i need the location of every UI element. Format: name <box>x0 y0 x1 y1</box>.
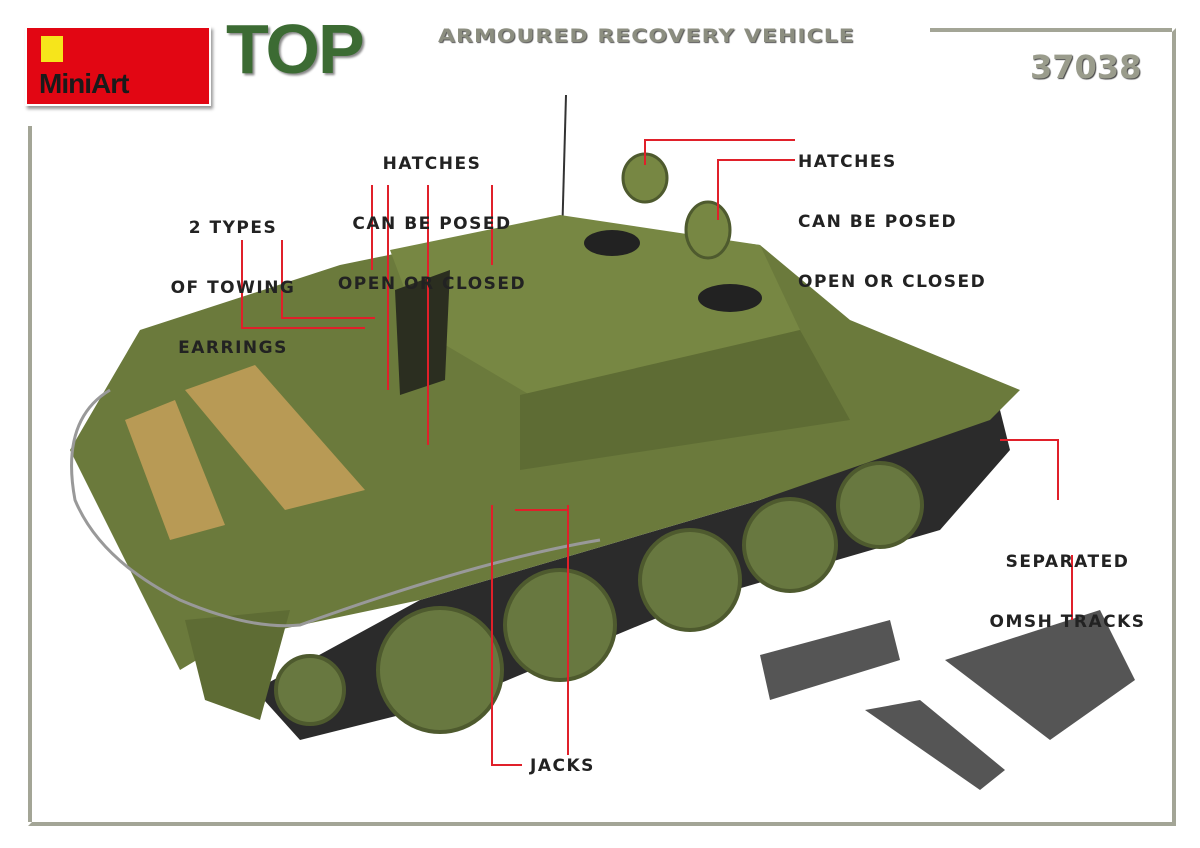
hatch-lid <box>684 200 732 260</box>
callout-lines <box>241 139 1073 766</box>
product-title: TOP <box>226 10 365 88</box>
frame-top-segment <box>930 28 1172 32</box>
hatch-opening <box>584 230 640 256</box>
callout-text: 2 TYPES <box>188 218 278 238</box>
callout-line-hatch-right <box>644 139 795 165</box>
frame-border <box>28 28 1176 826</box>
callout-line-hatch-right <box>717 159 795 220</box>
callout-towing-earrings: 2 TYPES OF TOWING EARRINGS <box>158 178 308 378</box>
logo-text: MiniArt <box>39 68 129 99</box>
callout-text: OF TOWING <box>170 278 296 298</box>
callout-line-tracks <box>1000 439 1059 500</box>
spare-track-links <box>760 610 1135 790</box>
callout-text: HATCHES <box>382 154 482 174</box>
callout-tracks: SEPARATED OMSH TRACKS <box>980 512 1155 652</box>
engine-grille-left <box>125 400 225 540</box>
callout-text: OPEN OR CLOSED <box>798 272 987 292</box>
product-subtitle: ARMOURED RECOVERY VEHICLE <box>438 25 855 48</box>
kit-number: 37038 <box>1030 48 1142 86</box>
callout-text: OPEN OR CLOSED <box>337 274 527 294</box>
driver-hatch-opening <box>395 270 450 395</box>
road-wheels <box>274 461 924 734</box>
callout-text: SEPARATED <box>1005 552 1130 572</box>
miniart-logo: MiniArt <box>25 26 211 106</box>
callout-text: CAN BE POSED <box>798 212 958 232</box>
callout-line-towing <box>281 240 375 319</box>
callout-line-jacks <box>491 505 522 766</box>
drive-sprocket <box>274 654 346 726</box>
road-wheel <box>503 568 617 682</box>
callout-text: EARRINGS <box>178 338 288 358</box>
tow-cable <box>70 388 601 628</box>
callout-line-towing <box>241 240 365 329</box>
frame-left-segment <box>28 126 32 822</box>
hatch-opening <box>698 284 762 312</box>
road-wheel <box>376 606 504 734</box>
rear-mud-flap <box>185 610 290 720</box>
road-wheel <box>638 528 742 632</box>
callout-text: CAN BE POSED <box>352 214 512 234</box>
callout-text: OMSH TRACKS <box>989 612 1146 632</box>
logo-yellow-mark <box>41 36 63 62</box>
track-link <box>865 700 1005 790</box>
road-wheel <box>742 497 838 593</box>
track-link <box>945 610 1135 740</box>
callout-hatches-left: HATCHES CAN BE POSED OPEN OR CLOSED <box>320 114 544 314</box>
callout-jacks: JACKS <box>530 756 595 776</box>
callout-hatches-right: HATCHES CAN BE POSED OPEN OR CLOSED <box>798 112 986 312</box>
track-link <box>760 620 900 700</box>
superstructure-side <box>520 330 850 470</box>
road-wheel <box>836 461 924 549</box>
engine-grille-right <box>185 365 365 510</box>
callout-text: HATCHES <box>798 152 897 172</box>
